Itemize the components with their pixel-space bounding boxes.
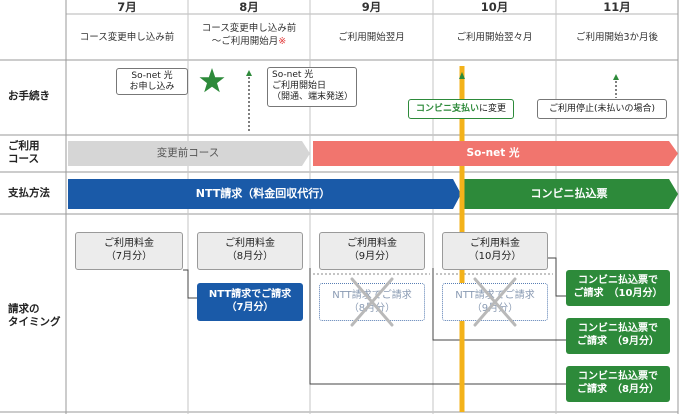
fee-box-aug: ご利用料金 （8月分） xyxy=(197,232,303,270)
month-oct: 10月 xyxy=(480,0,509,14)
fee-aug-title: ご利用料金 xyxy=(225,238,275,249)
cross-sep-b xyxy=(473,277,517,327)
asterisk-mark: ※ xyxy=(278,36,287,47)
cross-aug-b xyxy=(350,277,394,327)
fee-oct-month: （10月分） xyxy=(468,251,522,262)
fee-sep-month: （9月分） xyxy=(348,251,396,262)
month-aug: 8月 xyxy=(239,0,259,14)
month-jul: 7月 xyxy=(117,0,137,14)
conv-bill-oct-line2: ご請求 （10月分） xyxy=(573,288,663,299)
fee-box-oct: ご利用料金 （10月分） xyxy=(442,232,548,270)
fee-box-sep: ご利用料金 （9月分） xyxy=(319,232,425,270)
month-sub-jul: コース変更申し込み前 xyxy=(79,32,175,43)
course-before-label: 変更前コース xyxy=(156,147,220,159)
month-sub-sep: ご利用開始翌月 xyxy=(338,32,405,43)
row-label-billing-2: タイミング xyxy=(8,316,61,328)
callout-apply-line2: お申し込み xyxy=(129,82,175,92)
payment-conv-label: コンビニ払込票 xyxy=(530,187,608,200)
conv-bill-sep-line2: ご請求 （9月分） xyxy=(577,336,659,347)
conv-bill-aug: コンビニ払込票で ご請求 （8月分） xyxy=(566,366,670,402)
callout-stop: ご利用停止(未払いの場合) xyxy=(537,99,667,119)
callout-change-highlight: コンビニ支払い xyxy=(415,104,479,114)
ntt-bill-aug-title: NTT請求でご請求 xyxy=(332,290,412,301)
fee-aug-month: （8月分） xyxy=(226,251,274,262)
conv-bill-sep: コンビニ払込票で ご請求 （9月分） xyxy=(566,318,670,354)
stop-arrow-icon xyxy=(613,74,619,80)
start-arrow-icon xyxy=(246,70,252,76)
month-sub-aug-line2: ～ご利用開始月※ xyxy=(211,36,287,47)
conv-bill-aug-line2: ご請求 （8月分） xyxy=(577,384,659,395)
callout-start-line1: So-net 光 xyxy=(272,70,314,80)
course-after-arrow xyxy=(313,141,678,166)
fee-jul-title: ご利用料金 xyxy=(104,238,154,249)
row-label-course-2: コース xyxy=(8,153,39,165)
payment-ntt-arrow xyxy=(68,179,461,209)
row-label-course-1: ご利用 xyxy=(8,140,40,152)
month-sep: 9月 xyxy=(361,0,382,14)
callout-change-rest: に変更 xyxy=(479,104,507,114)
ntt-bill-sep-title: NTT請求でご請求 xyxy=(455,290,535,301)
payment-conv-arrow xyxy=(464,179,678,209)
callout-change: コンビニ支払いに変更 xyxy=(408,99,514,119)
ntt-bill-aug-month: （8月分） xyxy=(348,303,396,314)
fee-sep-title: ご利用料金 xyxy=(347,238,397,249)
callout-start-line2: ご利用開始日 xyxy=(272,81,327,91)
payment-ntt-label: NTT請求（料金回収代行） xyxy=(195,187,331,200)
month-sub-aug-line1: コース変更申し込み前 xyxy=(201,23,297,34)
fee-box-jul: ご利用料金 （7月分） xyxy=(75,232,183,270)
month-nov: 11月 xyxy=(603,0,631,14)
row-label-payment: 支払方法 xyxy=(8,187,50,199)
callout-start-line3: （開通、端末発送） xyxy=(272,92,354,102)
ntt-bill-sep-month: （9月分） xyxy=(471,303,519,314)
month-sub-nov: ご利用開始3か月後 xyxy=(575,32,659,43)
callout-start: So-net 光 ご利用開始日 （開通、端末発送） xyxy=(267,67,357,107)
conv-bill-oct: コンビニ払込票で ご請求 （10月分） xyxy=(566,270,670,306)
conv-bill-aug-line1: コンビニ払込票で xyxy=(578,371,658,382)
row-label-billing-1: 請求の xyxy=(8,303,40,315)
course-after-label: So-net 光 xyxy=(466,147,520,159)
course-before-arrow xyxy=(68,141,310,166)
conv-bill-sep-line1: コンビニ払込票で xyxy=(578,323,658,334)
ntt-bill-jul-title: NTT請求でご請求 xyxy=(208,289,292,300)
change-arrow-icon xyxy=(459,72,465,79)
apply-star-icon xyxy=(199,68,225,93)
fee-jul-month: （7月分） xyxy=(105,251,153,262)
month-sub-oct: ご利用開始翌々月 xyxy=(456,32,533,43)
conv-bill-oct-line1: コンビニ払込票で xyxy=(578,275,658,286)
callout-apply-line1: So-net 光 xyxy=(131,71,173,81)
ntt-bill-jul: NTT請求でご請求 （7月分） xyxy=(197,283,303,321)
ntt-bill-jul-month: （7月分） xyxy=(226,302,274,313)
callout-apply: So-net 光 お申し込み xyxy=(116,68,188,95)
fee-oct-title: ご利用料金 xyxy=(470,238,520,249)
row-label-procedure: お手続き xyxy=(8,90,50,102)
